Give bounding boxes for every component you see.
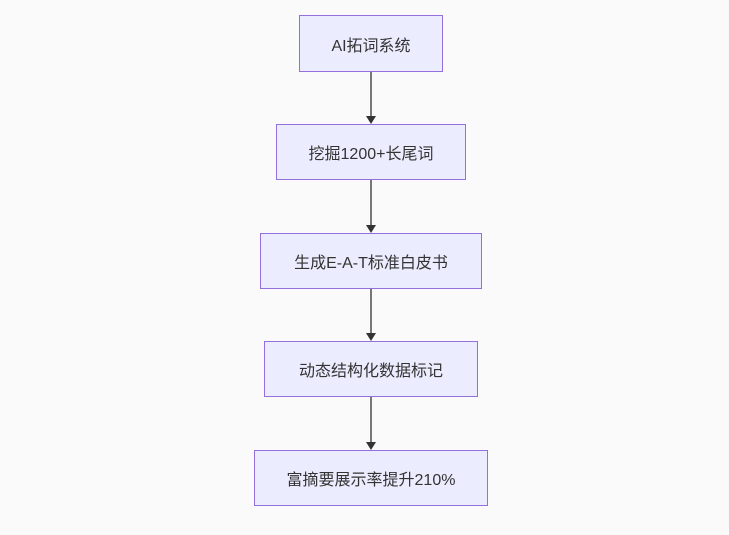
node-label: AI拓词系统 [331, 37, 411, 55]
flow-arrow-line [370, 397, 372, 443]
flow-arrow-line [370, 72, 372, 117]
node-label: 挖掘1200+长尾词 [308, 146, 434, 163]
node-label: 生成E-A-T标准白皮书 [294, 255, 448, 272]
flow-arrow-line [370, 180, 372, 226]
flow-arrow-line [370, 289, 372, 334]
arrowhead-down-icon [366, 116, 376, 124]
flow-node-mine-longtail-keywords: 挖掘1200+长尾词 [276, 124, 466, 180]
flow-node-ai-word-expansion-system: AI拓词系统 [299, 15, 443, 72]
node-label: 动态结构化数据标记 [298, 363, 443, 380]
flow-node-dynamic-structured-data-markup: 动态结构化数据标记 [264, 341, 478, 397]
node-label: 富摘要展示率提升210% [286, 472, 456, 489]
arrowhead-down-icon [366, 442, 376, 450]
arrowhead-down-icon [366, 333, 376, 341]
flow-node-generate-eat-whitepaper: 生成E-A-T标准白皮书 [260, 233, 482, 289]
flow-node-rich-snippet-rate-increase: 富摘要展示率提升210% [254, 450, 488, 506]
arrowhead-down-icon [366, 225, 376, 233]
